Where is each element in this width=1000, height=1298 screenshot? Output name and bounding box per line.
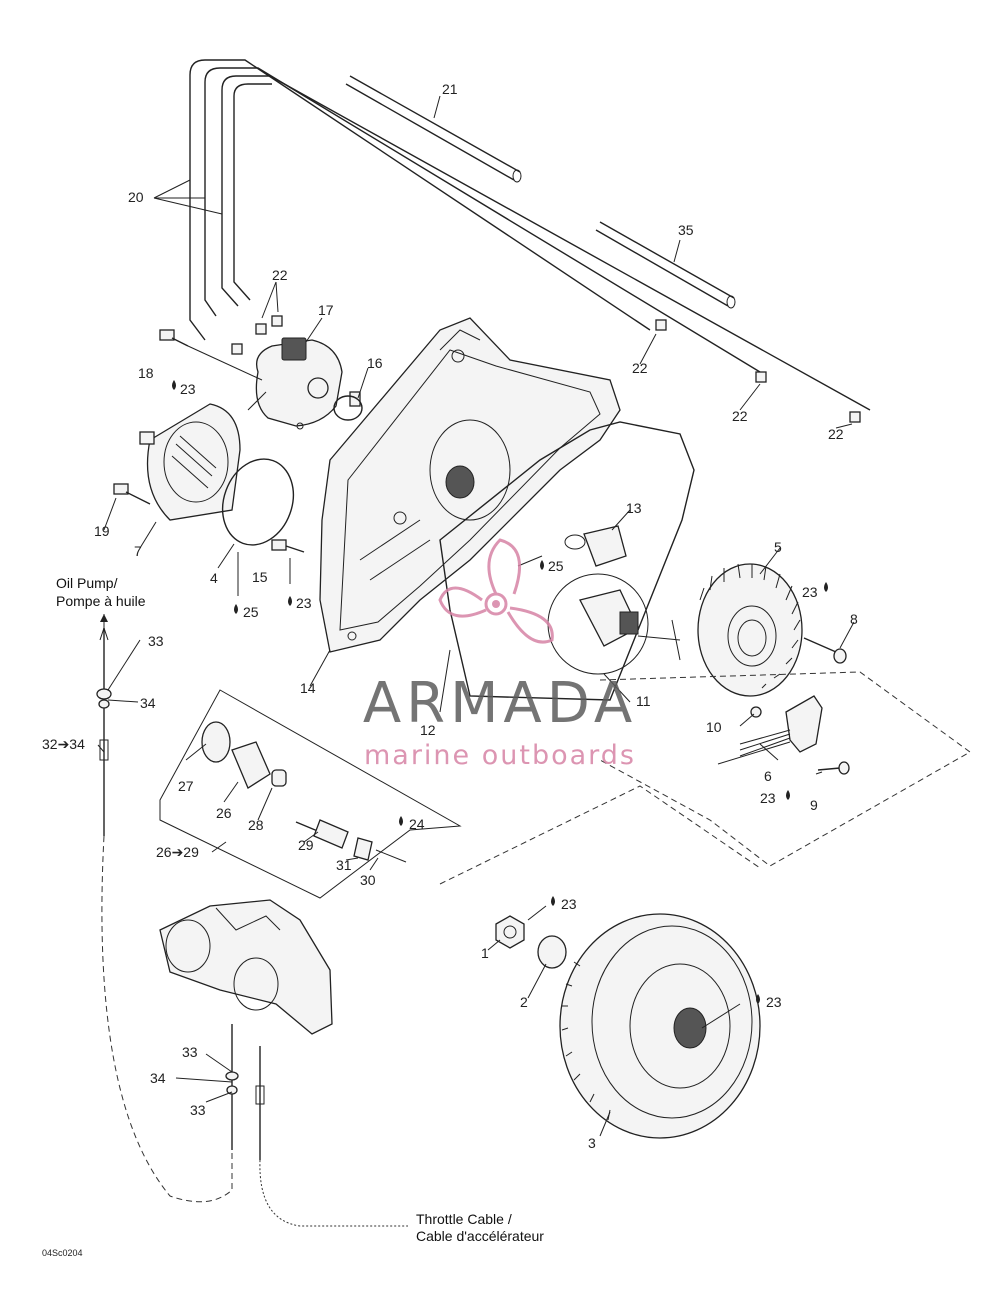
callout: 1 [481, 945, 489, 961]
magneto-housing-14 [319, 317, 621, 653]
flange-7 [139, 403, 241, 521]
callout: 5 [774, 539, 782, 555]
hose-35 [595, 221, 736, 309]
drop-icon [288, 596, 292, 606]
throttle-caption-line2: Cable d'accélérateur [416, 1228, 544, 1244]
bolt-18 [159, 329, 263, 381]
drop-icon [234, 604, 238, 614]
callout: 7 [134, 543, 142, 559]
kit-26-29 [201, 721, 407, 863]
callout: 33 [148, 633, 164, 649]
callout: 26 [216, 805, 232, 821]
callout: 31 [336, 857, 352, 873]
drawing-code: 04Sc0204 [42, 1248, 83, 1258]
throttle-cable-parts [225, 1024, 265, 1160]
callout: 14 [300, 680, 316, 696]
callout: 6 [764, 768, 772, 784]
stator-5 [697, 563, 803, 697]
callout: 15 [252, 569, 268, 585]
callout: 22 [732, 408, 748, 424]
callout: 4 [210, 570, 218, 586]
callout: 18 [138, 365, 154, 381]
callout: 10 [706, 719, 722, 735]
callout: 2 [520, 994, 528, 1010]
drop-icon [172, 380, 176, 390]
callout: 32➔34 [42, 736, 85, 752]
callout: 21 [442, 81, 458, 97]
callout: 25 [548, 558, 564, 574]
callout: 26➔29 [156, 844, 199, 860]
sensor-6 [717, 695, 823, 765]
watermark-tagline: marine outboards [364, 740, 636, 771]
callout: 25 [243, 604, 259, 620]
bolt-19 [113, 483, 151, 505]
callout: 12 [420, 722, 436, 738]
screw-9 [817, 761, 850, 775]
callout: 34 [140, 695, 156, 711]
part-callouts: 21 20 35 22 17 18 23 16 22 22 22 19 7 13… [42, 81, 858, 1151]
hose-21 [345, 75, 522, 183]
o-ring-16 [333, 395, 363, 421]
drop-icon [540, 560, 544, 570]
callout: 22 [632, 360, 648, 376]
callout: 34 [150, 1070, 166, 1086]
sensor-13 [564, 525, 627, 567]
watermark-name: ARMADA [363, 671, 637, 736]
callout: 9 [810, 797, 818, 813]
armada-watermark: ARMADA marine outboards [363, 538, 637, 771]
callout: 23 [180, 381, 196, 397]
nut-1 [495, 915, 525, 949]
callout: 27 [178, 778, 194, 794]
oil-pump-17 [247, 337, 361, 430]
drop-icon [399, 816, 403, 826]
drop-icon [824, 582, 828, 592]
callout: 8 [850, 611, 858, 627]
throttle-caption-line1: Throttle Cable / [416, 1211, 512, 1227]
screw-8 [803, 637, 847, 664]
drop-icon [756, 994, 760, 1004]
callout: 30 [360, 872, 376, 888]
callout: 23 [766, 994, 782, 1010]
callout: 24 [409, 816, 425, 832]
callout: 23 [561, 896, 577, 912]
callout: 22 [272, 267, 288, 283]
bolt-15 [271, 539, 305, 553]
drop-icon [786, 790, 790, 800]
callout: 13 [626, 500, 642, 516]
callout: 11 [636, 693, 651, 709]
callout: 33 [190, 1102, 206, 1118]
propeller-logo [438, 538, 554, 644]
connector-11 [579, 589, 681, 661]
callout: 23 [296, 595, 312, 611]
throttle-body [159, 899, 333, 1035]
oil-lines-20 [189, 59, 871, 411]
callout: 16 [367, 355, 383, 371]
callout: 17 [318, 302, 334, 318]
callout: 22 [828, 426, 844, 442]
drop-icon [551, 896, 555, 906]
callout: 35 [678, 222, 694, 238]
leader-lines [97, 95, 855, 1137]
oil-pump-caption-line1: Oil Pump/ [56, 575, 118, 591]
callout: 3 [588, 1135, 596, 1151]
callout: 23 [802, 584, 818, 600]
oil-pump-cable [96, 626, 112, 836]
callout: 20 [128, 189, 144, 205]
callout: 33 [182, 1044, 198, 1060]
washer-2 [537, 935, 567, 969]
callout: 29 [298, 837, 314, 853]
oil-pump-caption-line2: Pompe à huile [56, 593, 146, 609]
callout: 19 [94, 523, 110, 539]
callout: 28 [248, 817, 264, 833]
o-ring-4 [221, 458, 295, 546]
callout: 23 [760, 790, 776, 806]
flywheel-3 [559, 913, 761, 1139]
captions: Oil Pump/ Pompe à huile Throttle Cable /… [42, 575, 544, 1258]
lubricant-drop-icons [172, 380, 828, 1004]
hose-clamps-22 [231, 315, 861, 423]
gasket-12 [439, 421, 695, 701]
